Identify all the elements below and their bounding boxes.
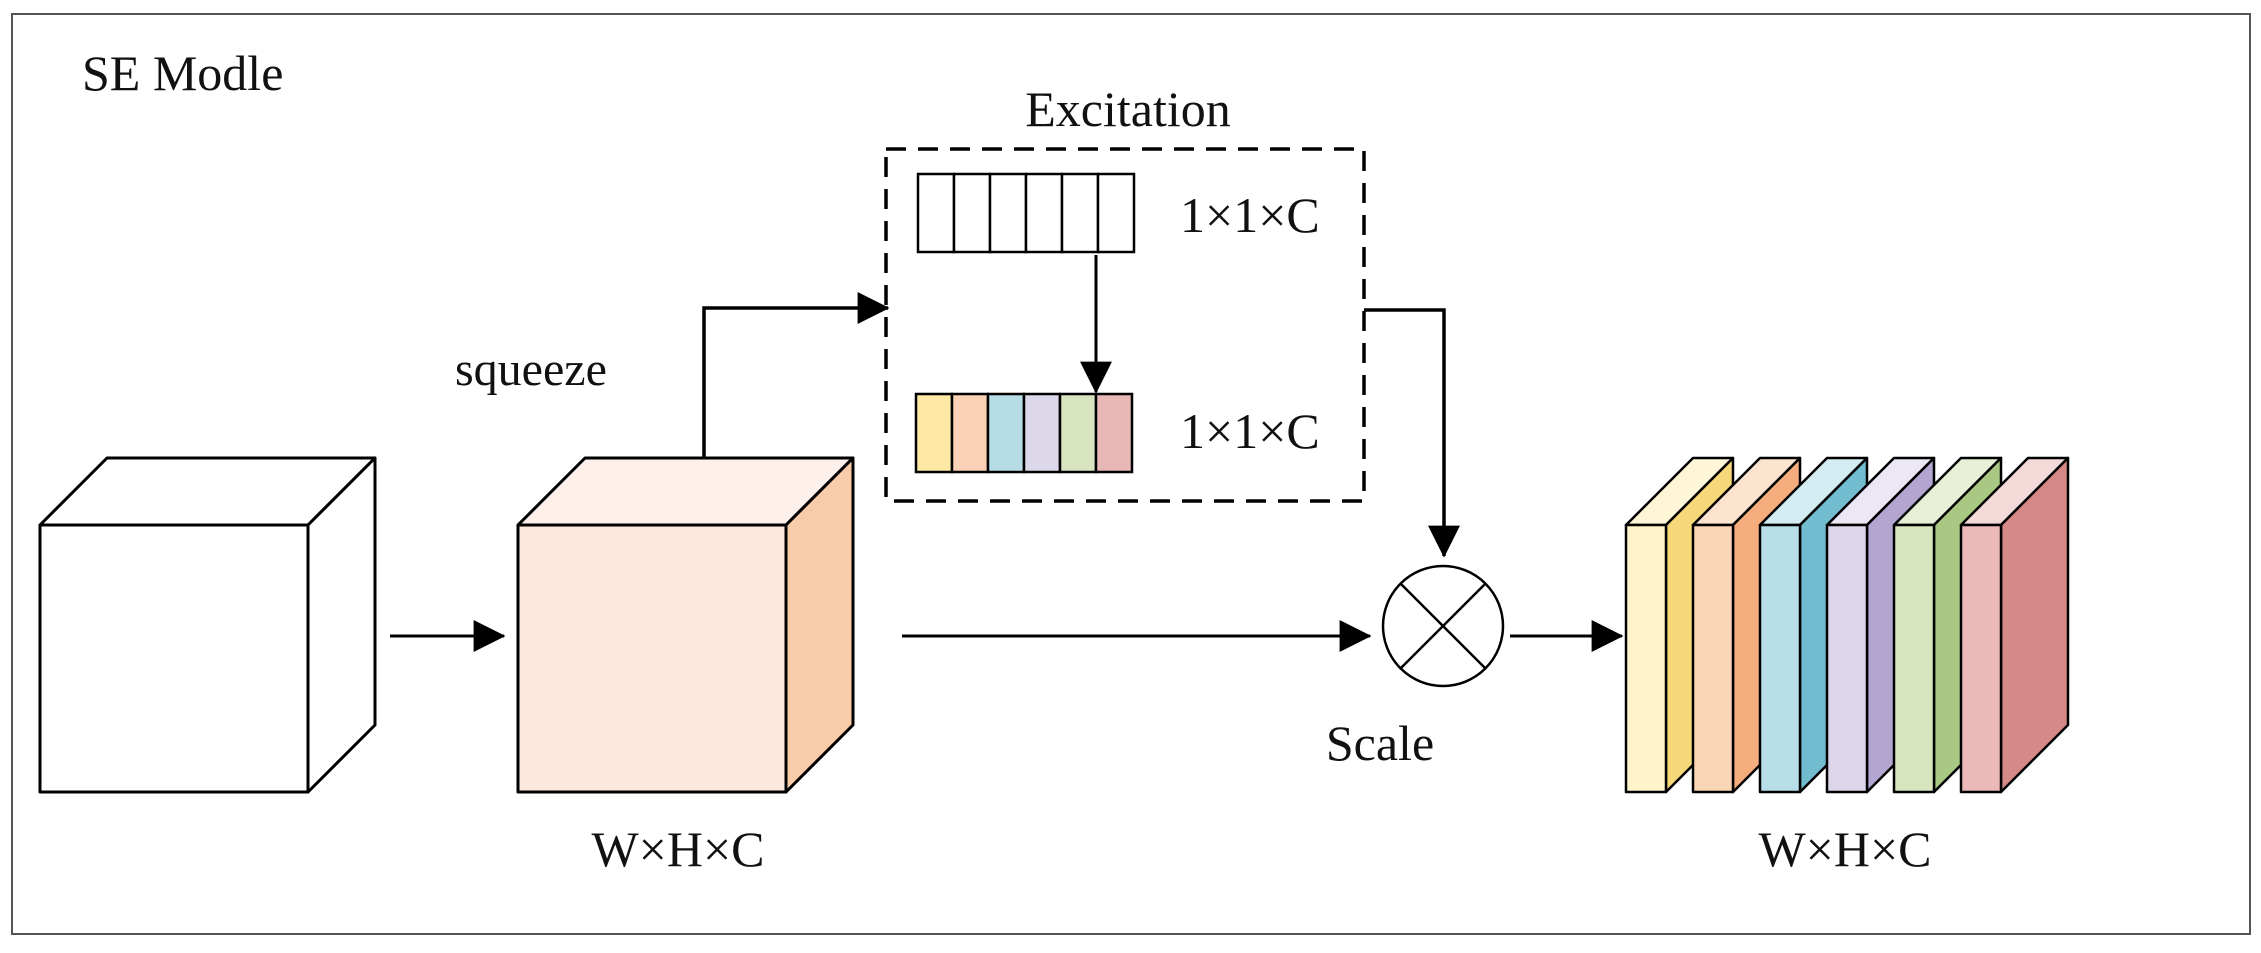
vector-top-cell — [988, 172, 1028, 254]
vector-top-cell — [916, 172, 956, 254]
vector-bottom-cell — [950, 392, 990, 474]
excitation-vector-top — [916, 172, 1136, 254]
squeeze-label: squeeze — [455, 343, 607, 396]
diagram-title: SE Modle — [82, 45, 283, 101]
feature-map-dims-label: W×H×C — [591, 821, 764, 877]
excitation-label: Excitation — [1025, 81, 1231, 137]
output-feature-map — [1624, 456, 2070, 794]
vector-bottom-dims-label: 1×1×C — [1180, 403, 1320, 459]
vector-top-cell — [1060, 172, 1100, 254]
excitation-to-scale-arrow — [1364, 308, 1460, 558]
feature-map-cube — [516, 456, 855, 794]
scale-operator-icon — [1381, 564, 1505, 688]
vector-top-cell — [1096, 172, 1136, 254]
squeeze-arrow — [702, 292, 890, 458]
excitation-vector-bottom — [914, 392, 1134, 474]
vector-top-cell — [1024, 172, 1064, 254]
vector-bottom-cell — [1094, 392, 1134, 474]
vector-bottom-cell — [914, 392, 954, 474]
excitation-box — [884, 147, 1366, 503]
input-cube-front — [38, 523, 310, 794]
vector-bottom-cell — [986, 392, 1026, 474]
scale-label: Scale — [1326, 715, 1434, 771]
feature-map-cube-front — [516, 523, 788, 794]
vector-bottom-cell — [1058, 392, 1098, 474]
vector-top-cell — [952, 172, 992, 254]
input-cube — [38, 456, 377, 794]
output-channel-slab — [1959, 456, 2070, 794]
vector-top-dims-label: 1×1×C — [1180, 187, 1320, 243]
output-dims-label: W×H×C — [1758, 821, 1931, 877]
vector-bottom-cell — [1022, 392, 1062, 474]
